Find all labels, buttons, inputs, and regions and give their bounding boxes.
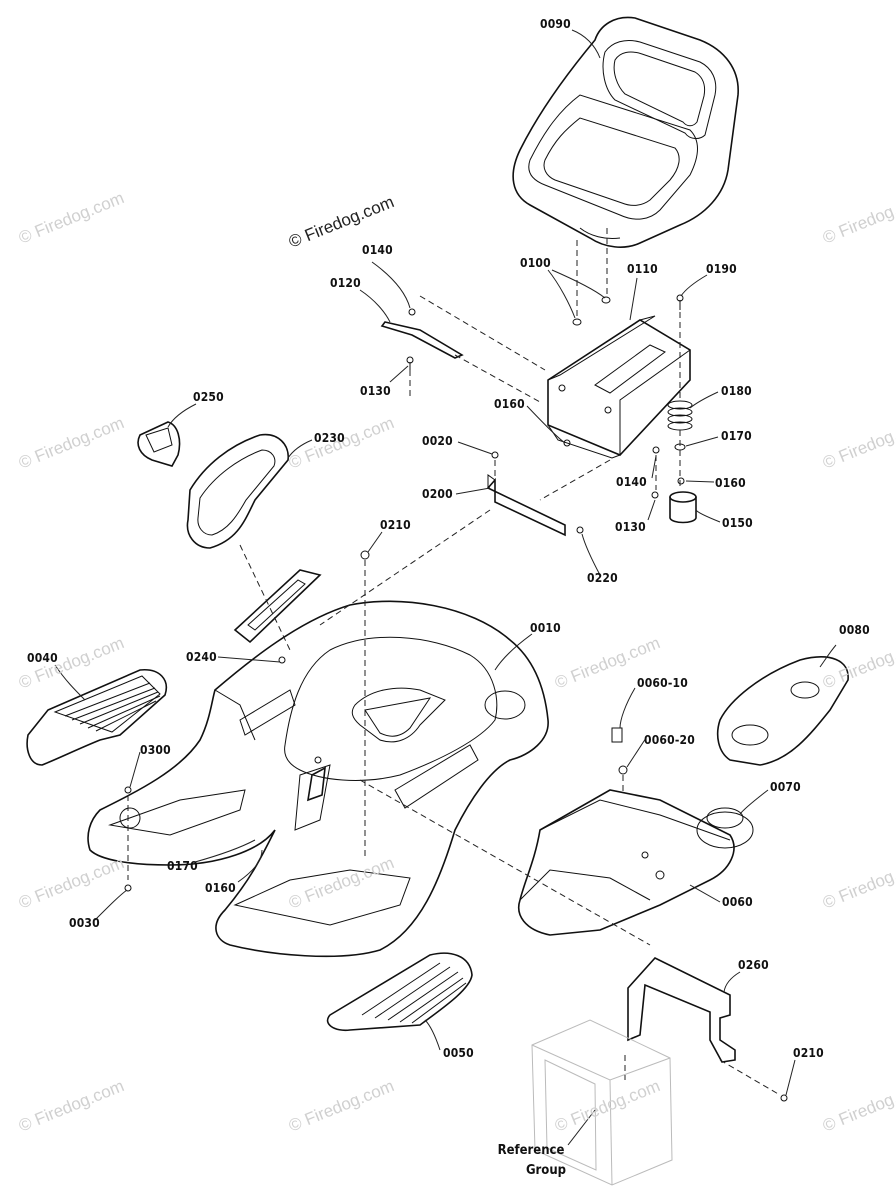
- part-label-0060-20: 0060-20: [644, 733, 695, 747]
- part-label-0260: 0260: [738, 958, 769, 972]
- bracket-0260: [627, 957, 736, 1063]
- hardware: [124, 294, 788, 1102]
- pad-0250: [137, 421, 181, 467]
- part-label-0010: 0010: [530, 621, 561, 635]
- reference-line-1: Reference: [497, 1143, 565, 1158]
- part-label-0210: 0210: [793, 1046, 824, 1060]
- part-label-0040: 0040: [27, 651, 58, 665]
- part-label-0130: 0130: [615, 520, 646, 534]
- part-label-0140: 0140: [362, 243, 393, 257]
- seat-pan-part: [547, 315, 691, 459]
- part-label-0200: 0200: [422, 487, 453, 501]
- part-label-0060-10: 0060-10: [637, 676, 688, 690]
- part-label-0090: 0090: [540, 17, 571, 31]
- bracket-0200: [486, 474, 566, 537]
- spring-0180: [667, 400, 693, 431]
- plate-0240: [233, 569, 322, 644]
- part-label-0120: 0120: [330, 276, 361, 290]
- seat-part: [512, 16, 739, 248]
- part-label-0160: 0160: [205, 881, 236, 895]
- part-label-0220: 0220: [587, 571, 618, 585]
- reference-group-label: Reference Group: [488, 1141, 574, 1181]
- part-label-0170: 0170: [721, 429, 752, 443]
- part-label-0020: 0020: [422, 434, 453, 448]
- part-label-0150: 0150: [722, 516, 753, 530]
- fender-body-part: [87, 600, 549, 958]
- part-label-0250: 0250: [193, 390, 224, 404]
- part-label-0160: 0160: [715, 476, 746, 490]
- part-label-0210: 0210: [380, 518, 411, 532]
- part-label-0240: 0240: [186, 650, 217, 664]
- part-label-0230: 0230: [314, 431, 345, 445]
- pad-0230: [186, 433, 289, 549]
- part-label-0300: 0300: [140, 743, 171, 757]
- bumper-0150: [669, 491, 697, 524]
- foot-pad-right: [326, 952, 473, 1032]
- part-label-0050: 0050: [443, 1046, 474, 1060]
- part-label-0100: 0100: [520, 256, 551, 270]
- assembly-lines: [127, 228, 781, 1096]
- part-label-0060: 0060: [722, 895, 753, 909]
- cupholder-0080: [716, 656, 849, 766]
- leader-lines: [54, 29, 837, 1146]
- part-label-0190: 0190: [706, 262, 737, 276]
- part-label-0140: 0140: [616, 475, 647, 489]
- reference-line-2: Group: [525, 1163, 567, 1178]
- part-label-0110: 0110: [627, 262, 658, 276]
- foot-pad-left: [26, 669, 167, 766]
- reference-group-drawing: [531, 1019, 673, 1186]
- control-panel-0060: [518, 789, 754, 936]
- part-label-0180: 0180: [721, 384, 752, 398]
- part-label-0160: 0160: [494, 397, 525, 411]
- part-label-0030: 0030: [69, 916, 100, 930]
- part-label-0080: 0080: [839, 623, 870, 637]
- part-label-0070: 0070: [770, 780, 801, 794]
- part-label-0170: 0170: [167, 859, 198, 873]
- part-label-0130: 0130: [360, 384, 391, 398]
